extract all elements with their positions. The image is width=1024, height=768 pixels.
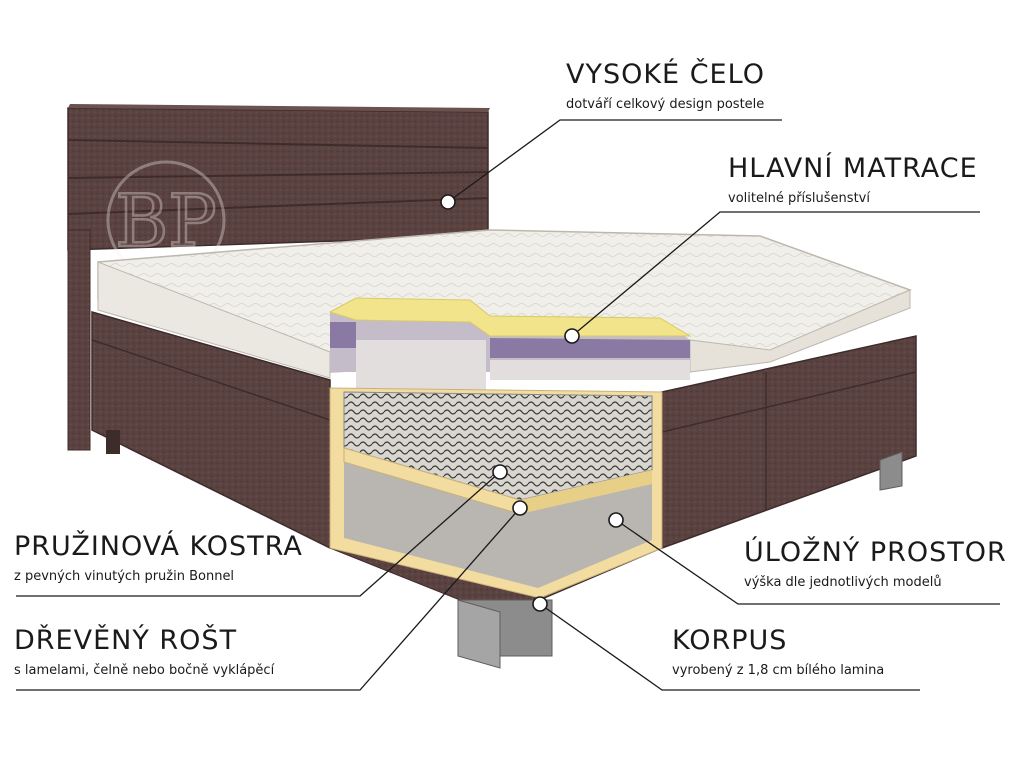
callout-dot-headboard xyxy=(440,194,456,210)
callout-dot-springs xyxy=(492,464,508,480)
main-mattress xyxy=(97,229,913,379)
callout-line-mattress xyxy=(571,211,980,337)
headboard xyxy=(67,104,490,451)
callout-headboard: VYSOKÉ ČELO dotváří celkový design poste… xyxy=(566,60,765,114)
callout-dots xyxy=(440,194,624,612)
callout-springs-title: PRUŽINOVÁ KOSTRA xyxy=(14,531,303,562)
callout-line-headboard xyxy=(447,119,782,203)
callout-corpus: KORPUS vyrobený z 1,8 cm bílého lamina xyxy=(672,626,884,680)
callout-line-corpus xyxy=(539,603,920,691)
callout-line-storage xyxy=(615,519,1000,605)
callout-mattress: HLAVNÍ MATRACE volitelné příslušenství xyxy=(728,154,978,208)
callout-storage-title: ÚLOŽNÝ PROSTOR xyxy=(744,537,1007,568)
callout-dot-storage xyxy=(608,512,624,528)
callout-headboard-subtitle: dotváří celkový design postele xyxy=(566,97,765,112)
mattress-cut-section xyxy=(328,297,692,392)
callout-line-springs xyxy=(16,471,501,597)
bp-monogram-logo: BP xyxy=(106,160,226,280)
bed-legs xyxy=(106,430,903,669)
callout-mattress-subtitle: volitelné příslušenství xyxy=(728,191,870,206)
callout-springs-subtitle: z pevných vinutých pružin Bonnel xyxy=(14,569,235,584)
callout-slats-subtitle: s lamelami, čelně nebo bočně vyklápěcí xyxy=(14,663,275,678)
callout-dot-slats xyxy=(512,500,528,516)
svg-text:BP: BP xyxy=(115,179,216,263)
callout-headboard-title: VYSOKÉ ČELO xyxy=(566,59,765,90)
callout-dot-mattress xyxy=(564,328,580,344)
callout-slats-title: DŘEVĚNÝ ROŠT xyxy=(14,625,238,656)
callout-mattress-title: HLAVNÍ MATRACE xyxy=(728,153,978,184)
callout-dot-corpus xyxy=(532,596,548,612)
callout-lines xyxy=(16,119,1000,691)
callout-line-slats xyxy=(16,507,521,691)
storage-cutaway xyxy=(329,387,663,599)
callout-corpus-subtitle: vyrobený z 1,8 cm bílého lamina xyxy=(672,663,885,678)
callout-storage-subtitle: výška dle jednotlivých modelů xyxy=(744,575,942,590)
callout-storage: ÚLOŽNÝ PROSTOR výška dle jednotlivých mo… xyxy=(744,538,1007,592)
callout-springs: PRUŽINOVÁ KOSTRA z pevných vinutých pruž… xyxy=(14,532,303,586)
callout-corpus-title: KORPUS xyxy=(672,625,788,656)
callout-slats: DŘEVĚNÝ ROŠT s lamelami, čelně nebo bočn… xyxy=(14,626,274,680)
